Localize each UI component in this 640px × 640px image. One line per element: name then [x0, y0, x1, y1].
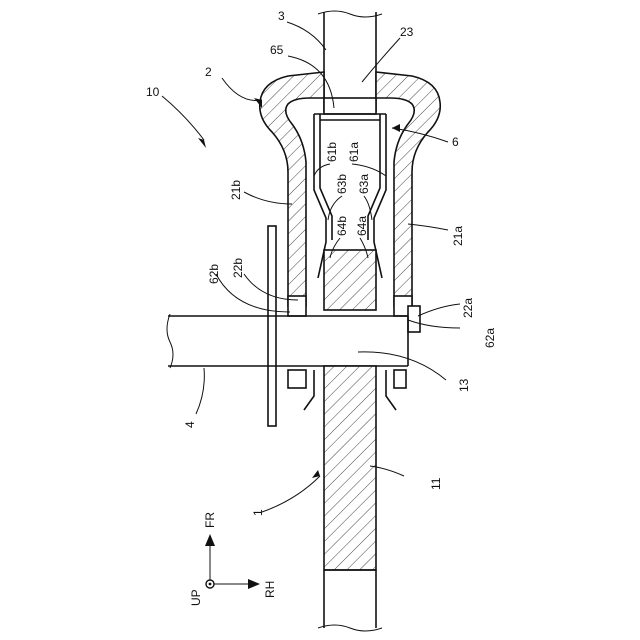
- bolt-4: [167, 314, 408, 368]
- label-21b: 21b: [229, 180, 243, 200]
- core-block: [324, 250, 376, 310]
- rh-arrow-icon: [248, 579, 260, 589]
- label-4: 4: [183, 421, 197, 428]
- label-11: 11: [429, 477, 443, 490]
- label-64a: 64a: [355, 216, 369, 236]
- label-64b: 64b: [335, 216, 349, 236]
- label-13: 13: [457, 378, 471, 392]
- label-63b: 63b: [335, 174, 349, 194]
- label-62b: 62b: [207, 264, 221, 284]
- washer-22a: [408, 306, 420, 332]
- lower-clip-left: [288, 370, 306, 388]
- flange-62b: [288, 296, 306, 316]
- label-61b: 61b: [325, 142, 339, 162]
- arrow-6-icon: [392, 124, 400, 132]
- label-65: 65: [270, 43, 284, 57]
- label-3: 3: [278, 9, 285, 23]
- body-part-11: [324, 366, 376, 570]
- label-23: 23: [400, 25, 414, 39]
- label-61a: 61a: [347, 142, 361, 162]
- arrow-10-icon: [198, 138, 206, 148]
- fr-arrow-icon: [205, 534, 215, 546]
- label-62a: 62a: [483, 328, 497, 348]
- label-2: 2: [205, 65, 212, 79]
- plate-22b: [268, 226, 276, 426]
- shaft-end: [324, 98, 376, 114]
- label-10: 10: [146, 85, 160, 99]
- axis-fr-label: FR: [203, 512, 217, 528]
- shaft-3: [318, 11, 382, 112]
- label-6: 6: [452, 135, 459, 149]
- label-1: 1: [251, 509, 265, 516]
- body-1: [318, 570, 382, 631]
- label-63a: 63a: [357, 174, 371, 194]
- label-22a: 22a: [461, 298, 475, 318]
- label-21a: 21a: [451, 226, 465, 246]
- label-22b: 22b: [231, 258, 245, 278]
- lower-clip-right: [394, 370, 406, 388]
- direction-indicator: FR RH UP: [189, 512, 277, 606]
- axis-rh-label: RH: [263, 581, 277, 598]
- axis-up-label: UP: [189, 589, 203, 606]
